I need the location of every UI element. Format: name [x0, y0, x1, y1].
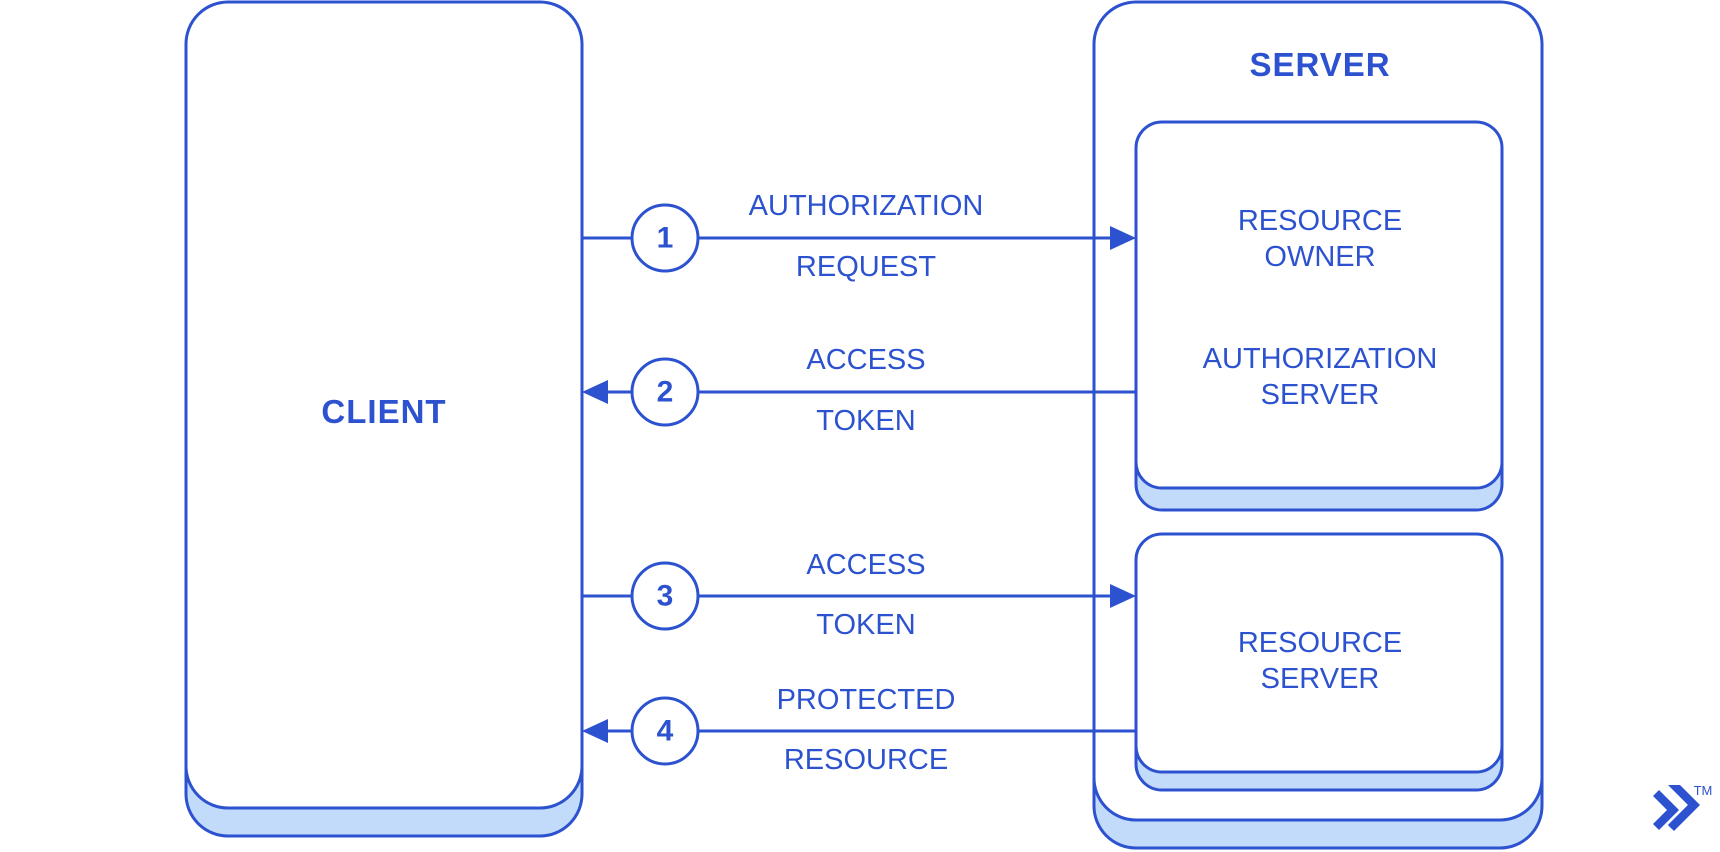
flow-1-arrowhead-icon [1110, 226, 1136, 250]
flow-3-label-top: ACCESS [806, 549, 925, 581]
toptal-logo-icon [1653, 785, 1700, 831]
flow-3[interactable]: 3 ACCESS TOKEN [582, 549, 1136, 641]
flow-3-step-circle[interactable] [630, 561, 700, 631]
flow-1-label-top: AUTHORIZATION [749, 190, 984, 222]
flow-2[interactable]: 2 ACCESS TOKEN [582, 344, 1136, 437]
flow-1-label-bottom: REQUEST [796, 251, 936, 283]
flow-4-label-bottom: RESOURCE [784, 744, 948, 776]
toptal-trademark: TM [1694, 783, 1713, 798]
flow-4[interactable]: 4 PROTECTED RESOURCE [582, 684, 1136, 776]
flow-3-arrowhead-icon [1110, 584, 1136, 608]
resource-server-box[interactable] [1134, 532, 1504, 774]
flow-4-label-top: PROTECTED [777, 684, 956, 716]
flow-1[interactable]: 1 AUTHORIZATION REQUEST [582, 190, 1136, 283]
flow-2-label-bottom: TOKEN [816, 405, 915, 437]
flow-1-step-circle[interactable] [630, 203, 700, 273]
client-box[interactable] [184, 0, 584, 810]
flow-4-arrowhead-icon [582, 719, 608, 743]
flow-2-arrowhead-icon [582, 380, 608, 404]
flow-4-step-circle[interactable] [630, 696, 700, 766]
flow-2-label-top: ACCESS [806, 344, 925, 376]
authorization-server-box[interactable] [1134, 120, 1504, 490]
flow-2-step-circle[interactable] [630, 357, 700, 427]
flow-3-label-bottom: TOKEN [816, 609, 915, 641]
